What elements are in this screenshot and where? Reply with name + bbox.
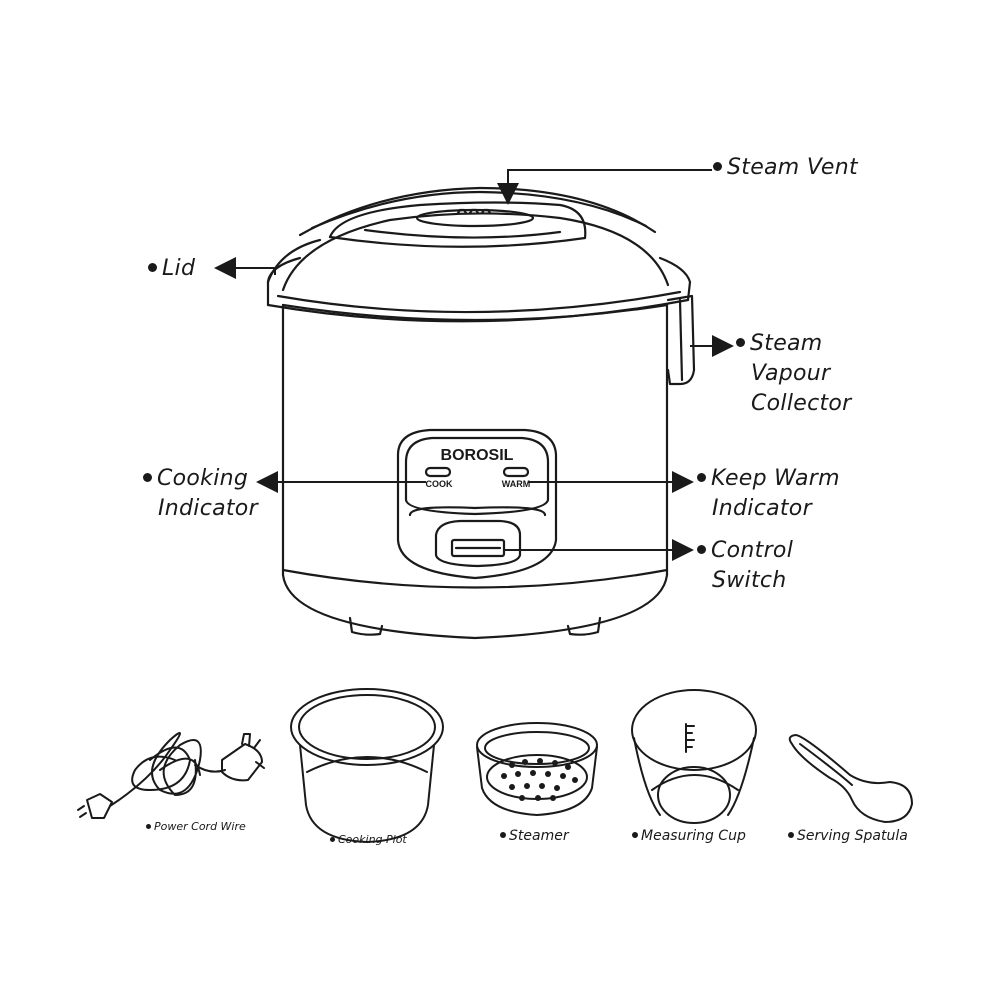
bullet-icon bbox=[632, 832, 638, 838]
cooker-body bbox=[281, 303, 669, 640]
bullet-icon bbox=[697, 472, 706, 482]
cook-label: COOK bbox=[426, 479, 454, 489]
bullet-icon bbox=[146, 823, 151, 829]
power-cord-label: Power Cord Wire bbox=[146, 820, 246, 833]
power-cord-illustration bbox=[77, 731, 265, 819]
steam-vent-label: Steam Vent bbox=[713, 153, 858, 183]
brand-logo: BOROSIL bbox=[441, 447, 514, 464]
cooker-lid bbox=[266, 186, 692, 323]
cooking-indicator-label: Cooking Indicator bbox=[143, 464, 258, 524]
measuring-cup-label: Measuring Cup bbox=[632, 828, 746, 844]
steamer-holes bbox=[501, 758, 578, 801]
steamer-label: Steamer bbox=[500, 828, 569, 844]
lid-label: Lid bbox=[148, 254, 195, 284]
keep-warm-indicator-label: Keep Warm Indicator bbox=[697, 464, 840, 524]
cooking-pot-illustration bbox=[290, 688, 444, 843]
warm-label: WARM bbox=[502, 479, 531, 489]
bullet-icon bbox=[330, 836, 335, 842]
cooking-pot-label: Cooking Plot bbox=[330, 833, 407, 846]
control-panel bbox=[396, 428, 558, 580]
bullet-icon bbox=[788, 832, 794, 838]
bullet-icon bbox=[148, 262, 157, 272]
bullet-icon bbox=[713, 161, 722, 171]
bullet-icon bbox=[143, 472, 152, 482]
serving-spatula-label: Serving Spatula bbox=[788, 828, 908, 844]
steamer-illustration bbox=[476, 722, 598, 816]
steam-vent-leader bbox=[497, 169, 712, 205]
steam-vapour-collector-part bbox=[666, 294, 696, 386]
bullet-icon bbox=[500, 832, 506, 838]
steam-vapour-collector-label: Steam Vapour Collector bbox=[736, 329, 852, 419]
control-switch-label: Control Switch bbox=[697, 536, 793, 596]
bullet-icon bbox=[697, 544, 706, 554]
measuring-cup-illustration bbox=[631, 689, 757, 824]
bullet-icon bbox=[736, 337, 745, 347]
serving-spatula-illustration bbox=[788, 734, 913, 823]
